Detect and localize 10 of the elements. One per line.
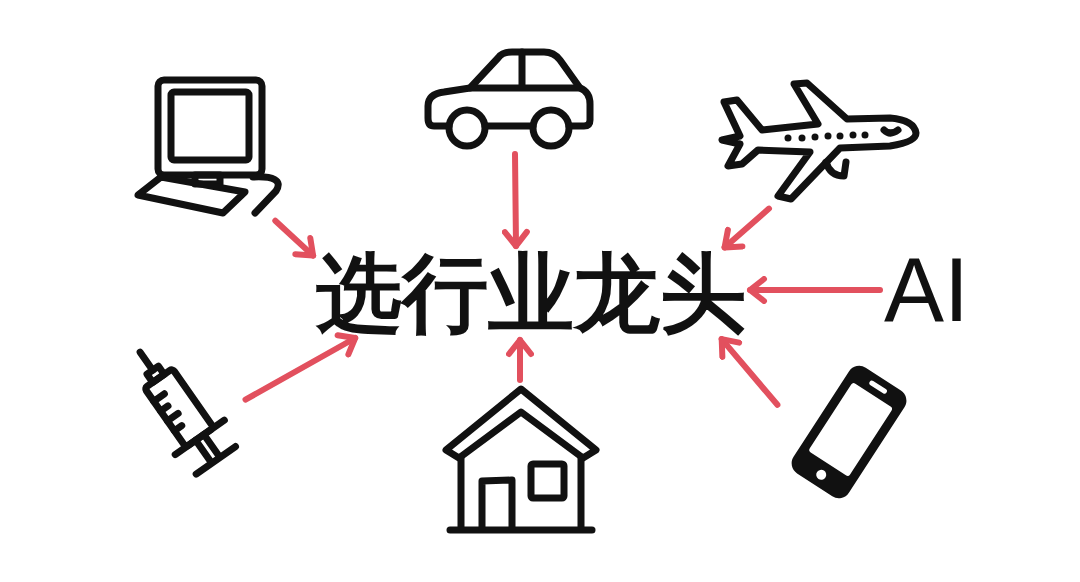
- headline-text: 选行业龙头: [316, 250, 746, 336]
- label-text: AI: [884, 245, 970, 335]
- arrow: [747, 276, 883, 304]
- arrow: [718, 336, 781, 408]
- arrow: [272, 217, 317, 259]
- arrow: [721, 205, 772, 251]
- arrow: [501, 151, 530, 249]
- arrow: [242, 332, 359, 403]
- computer-icon: [133, 76, 283, 218]
- house-icon: [442, 384, 600, 536]
